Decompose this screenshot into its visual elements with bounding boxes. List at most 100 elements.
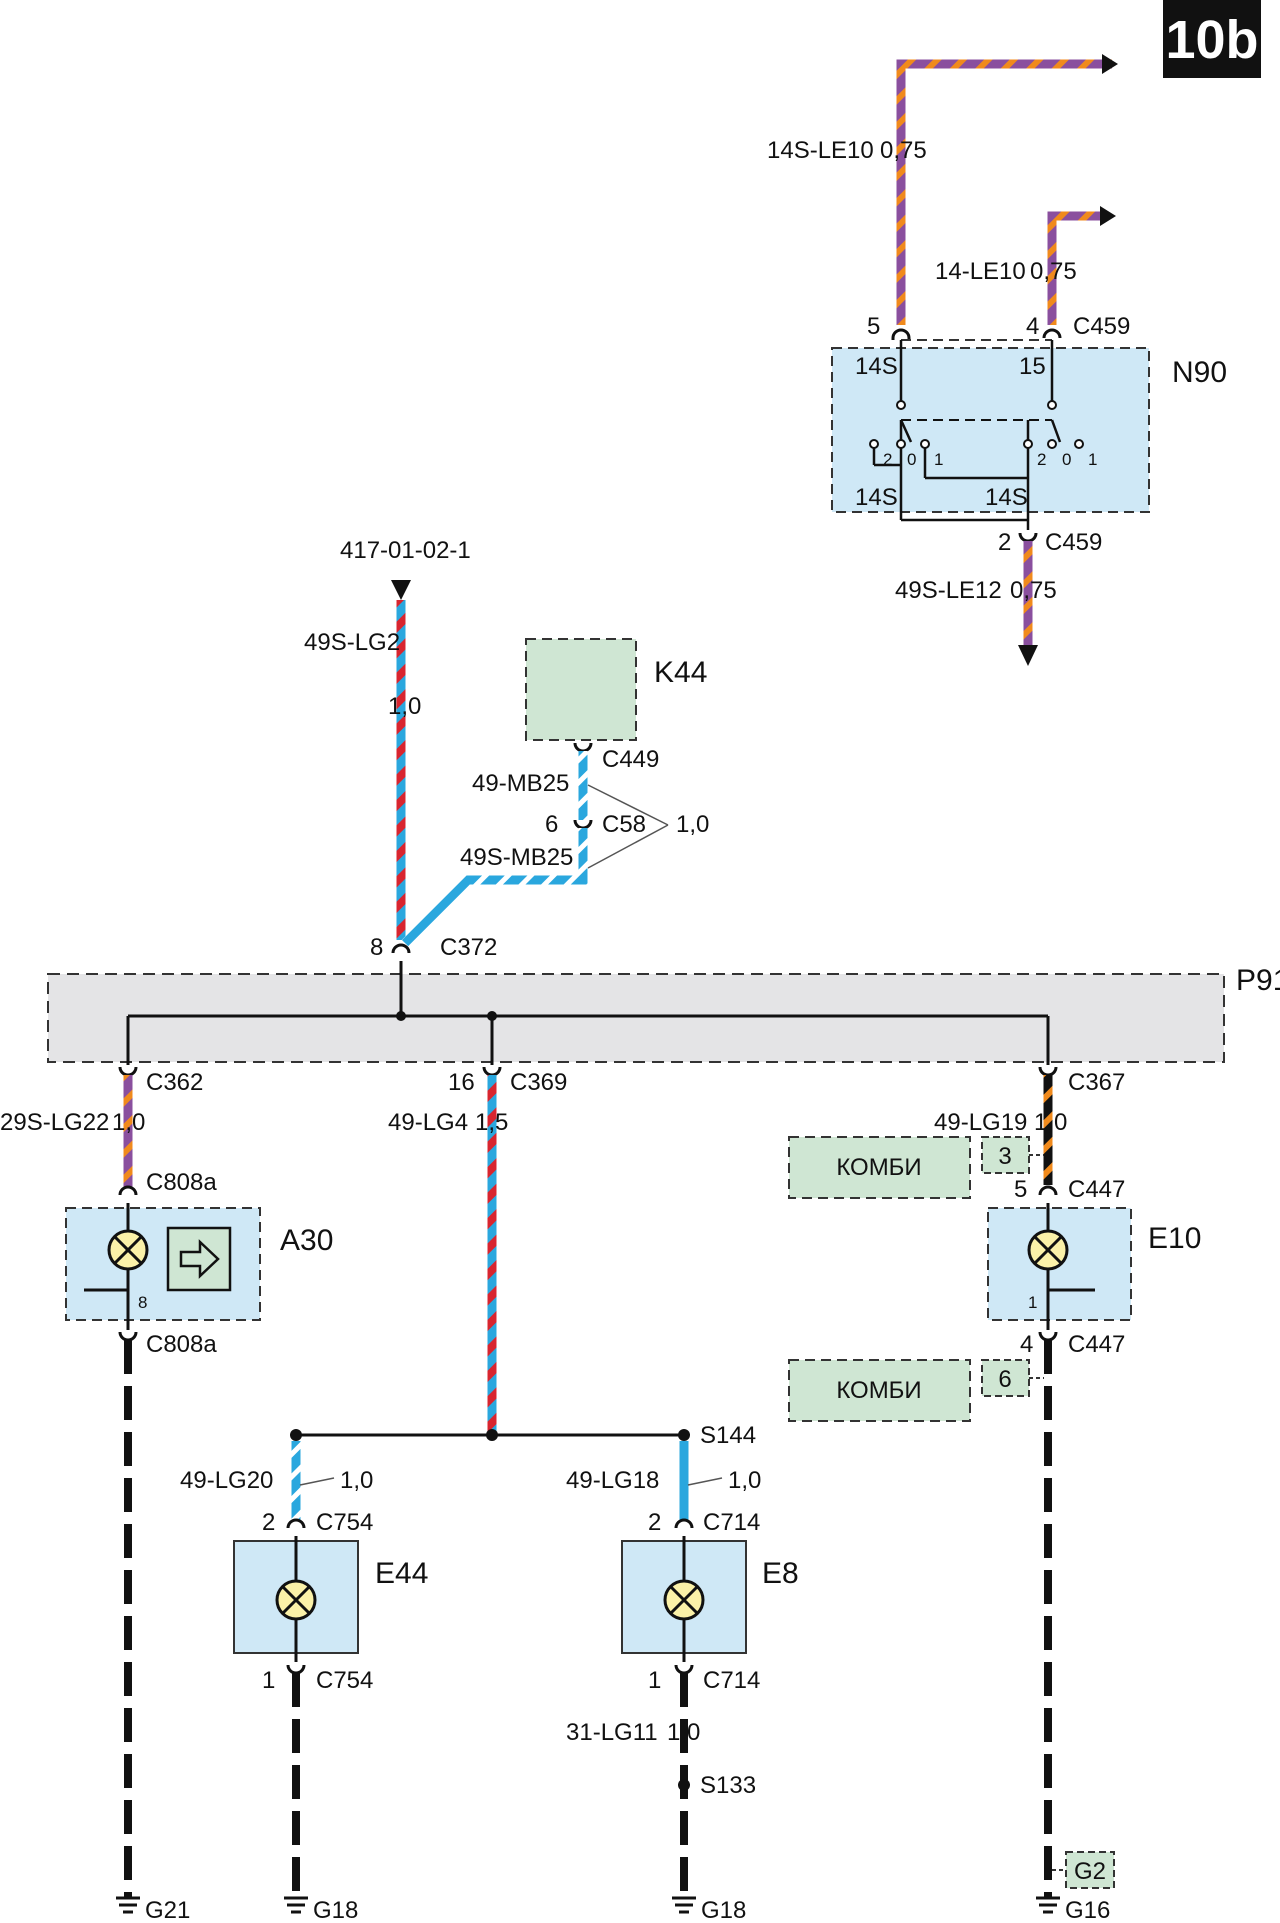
c372-name: C372 bbox=[440, 934, 497, 961]
page-label: 10b bbox=[1163, 0, 1261, 78]
kombi-1-pin: 3 bbox=[998, 1143, 1011, 1170]
kombi-2-pin: 6 bbox=[998, 1366, 1011, 1393]
ground-icon bbox=[284, 1896, 308, 1914]
c459-connector-4 bbox=[1042, 328, 1062, 339]
c369-pin: 16 bbox=[448, 1069, 475, 1096]
g2-box bbox=[1065, 1851, 1115, 1889]
wire-14-le10-size: 0,75 bbox=[1030, 258, 1077, 285]
wire-49-lg20-code: 49-LG20 bbox=[180, 1467, 273, 1494]
e10-name: E10 bbox=[1148, 1222, 1201, 1255]
c808a-bottom-connector bbox=[118, 1331, 138, 1342]
wire-49s-le12 bbox=[1018, 541, 1038, 666]
e10-pin-1: 1 bbox=[1028, 1293, 1037, 1312]
c754-top-pin: 2 bbox=[262, 1509, 275, 1536]
n90-box bbox=[831, 347, 1150, 513]
splice-s133-label: S133 bbox=[700, 1772, 756, 1799]
c714-bottom-connector bbox=[674, 1664, 694, 1675]
splice-s144 bbox=[678, 1429, 690, 1441]
c459-pin-4: 4 bbox=[1026, 313, 1039, 340]
ground-g16: G16 bbox=[1065, 1897, 1110, 1923]
e8-name: E8 bbox=[762, 1557, 799, 1590]
wire-49-lg18-size: 1,0 bbox=[728, 1467, 761, 1494]
page-label-text: 10b bbox=[1165, 10, 1258, 70]
n90-sw-1a: 1 bbox=[934, 450, 943, 469]
p91-bus bbox=[126, 961, 1050, 1065]
splice-s133 bbox=[678, 1779, 690, 1791]
wire-49-lg4-code: 49-LG4 bbox=[388, 1109, 468, 1136]
wire-49s-le12-size: 0,75 bbox=[1010, 577, 1057, 604]
wire-49s-mb25 bbox=[401, 828, 588, 947]
wire-29s-lg22-size: 1,0 bbox=[112, 1109, 145, 1136]
g2-label: G2 bbox=[1074, 1858, 1106, 1885]
wire-49s-lg2-code: 49S-LG2 bbox=[304, 629, 400, 656]
c58-pin: 6 bbox=[545, 811, 558, 838]
c808a-top-name: C808a bbox=[146, 1169, 217, 1196]
wire-mb25-size: 1,0 bbox=[676, 811, 709, 838]
n90-sw-2b: 2 bbox=[1037, 450, 1046, 469]
turn-arrow-icon bbox=[166, 1226, 232, 1292]
c449-name: C449 bbox=[602, 746, 659, 773]
c372-connector bbox=[391, 943, 411, 954]
c754-bottom-pin: 1 bbox=[262, 1667, 275, 1694]
lamp-icon bbox=[663, 1579, 705, 1621]
kombi-box-2 bbox=[788, 1359, 971, 1422]
c714-top-connector bbox=[674, 1518, 694, 1529]
splice-s144-label: S144 bbox=[700, 1422, 756, 1449]
c372-pin: 8 bbox=[370, 934, 383, 961]
a30-name: A30 bbox=[280, 1224, 333, 1257]
wire-49-lg19-code: 49-LG19 bbox=[934, 1109, 1027, 1136]
c754-top-name: C754 bbox=[316, 1509, 373, 1536]
c754-bottom-name: C754 bbox=[316, 1667, 373, 1694]
c754-top-connector bbox=[286, 1518, 306, 1529]
c459-connector-2 bbox=[1018, 532, 1038, 543]
n90-pin-15: 15 bbox=[1019, 353, 1046, 380]
c459-pin-5: 5 bbox=[867, 313, 880, 340]
c447-bottom-name: C447 bbox=[1068, 1331, 1125, 1358]
a30-pin-8: 8 bbox=[138, 1293, 147, 1312]
wire-31-lg11-code: 31-LG11 bbox=[566, 1719, 658, 1746]
c714-bottom-pin: 1 bbox=[648, 1667, 661, 1694]
c58-name: C58 bbox=[602, 811, 646, 838]
wire-49-lg4-size: 1,5 bbox=[475, 1109, 508, 1136]
wire-49s-le12-code: 49S-LE12 bbox=[895, 577, 1002, 604]
ground-icon bbox=[672, 1896, 696, 1914]
n90-sw-2a: 2 bbox=[883, 450, 892, 469]
wire-49s-mb25-code: 49S-MB25 bbox=[460, 844, 573, 871]
c447-bottom-pin: 4 bbox=[1020, 1331, 1033, 1358]
wire-49-lg20-size: 1,0 bbox=[340, 1467, 373, 1494]
c714-bottom-name: C714 bbox=[703, 1667, 760, 1694]
c449-connector bbox=[573, 742, 593, 753]
c369-connector bbox=[482, 1066, 502, 1077]
c754-bottom-connector bbox=[286, 1664, 306, 1675]
ground-icon bbox=[116, 1896, 140, 1914]
wire-49-lg19-size: 1,0 bbox=[1034, 1109, 1067, 1136]
c362-connector bbox=[118, 1066, 138, 1077]
wire-14-le10-code: 14-LE10 bbox=[935, 258, 1026, 285]
c808a-bottom-name: C808a bbox=[146, 1331, 217, 1358]
wire-31-lg11-size: 1,0 bbox=[667, 1719, 700, 1746]
k44-box bbox=[525, 638, 637, 741]
n90-switch-internals bbox=[872, 340, 1062, 530]
wire-49-lg18-code: 49-LG18 bbox=[566, 1467, 659, 1494]
n90-sw-1b: 1 bbox=[1088, 450, 1097, 469]
ref-arrow bbox=[391, 580, 411, 600]
c459-bottom-name: C459 bbox=[1045, 529, 1102, 556]
kombi-1-pin-box bbox=[981, 1136, 1030, 1174]
wire-14-le10 bbox=[1047, 206, 1116, 325]
lamp-icon bbox=[107, 1229, 149, 1271]
e44-name: E44 bbox=[375, 1557, 428, 1590]
c459-pin-2: 2 bbox=[998, 529, 1011, 556]
wire-14s-le10-size: 0,75 bbox=[880, 137, 927, 164]
wire-14s-le10 bbox=[896, 54, 1118, 325]
c808a-top-connector bbox=[118, 1185, 138, 1196]
lamp-icon bbox=[275, 1579, 317, 1621]
c362-name: C362 bbox=[146, 1069, 203, 1096]
kombi-2-name: КОМБИ bbox=[836, 1377, 921, 1404]
wire-29s-lg22-code: 29S-LG22 bbox=[0, 1109, 109, 1136]
c367-connector bbox=[1038, 1066, 1058, 1077]
mb25-size-leaders bbox=[587, 784, 669, 869]
lamp-icon bbox=[1027, 1229, 1069, 1271]
c367-name: C367 bbox=[1068, 1069, 1125, 1096]
ground-g21: G21 bbox=[145, 1897, 190, 1923]
